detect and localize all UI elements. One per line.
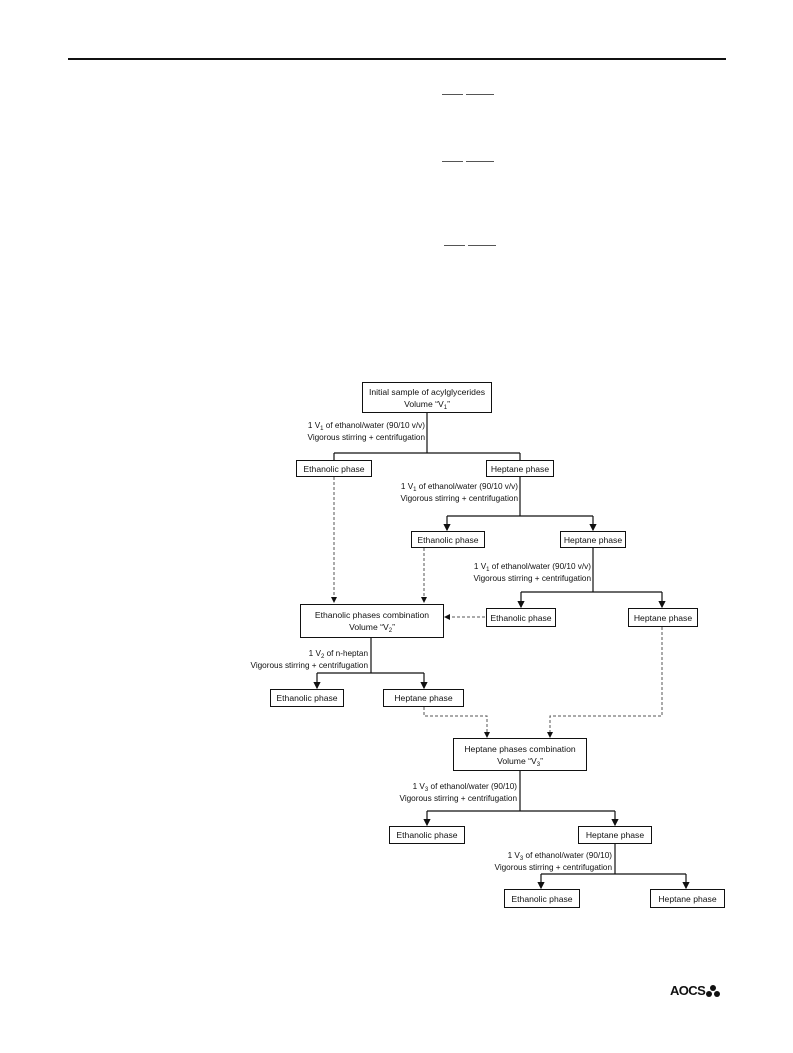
step-annotation: 1 V3 of ethanol/water (90/10) Vigorous s… — [494, 851, 613, 872]
fraction-bar — [442, 161, 463, 162]
heptane-phase-box: Heptane phase — [560, 531, 626, 548]
initial-sample-box: Initial sample of acylglycerides Volume … — [362, 382, 492, 413]
fraction-bar — [444, 245, 465, 246]
aocs-logo: AOCS — [670, 983, 721, 998]
ethanolic-phase-box: Ethanolic phase — [270, 689, 344, 707]
step-annotation: 1 V3 of ethanol/water (90/10) Vigorous s… — [399, 782, 518, 803]
droplets-icon — [706, 984, 721, 997]
ethanolic-phase-box: Ethanolic phase — [296, 460, 372, 477]
ethanolic-phases-combination-box: Ethanolic phases combination Volume “V2” — [300, 604, 444, 638]
ethanolic-phase-box: Ethanolic phase — [411, 531, 485, 548]
step-annotation: 1 V2 of n-heptan Vigorous stirring + cen… — [250, 649, 369, 670]
step-annotation: 1 V1 of ethanol/water (90/10 v/v) Vigoro… — [307, 421, 426, 442]
fraction-bar — [466, 94, 494, 95]
ethanolic-phase-box: Ethanolic phase — [504, 889, 580, 908]
step-annotation: 1 V1 of ethanol/water (90/10 v/v) Vigoro… — [473, 562, 592, 583]
heptane-phase-box: Heptane phase — [486, 460, 554, 477]
aocs-logo-text: AOCS — [670, 983, 706, 998]
initial-sample-title: Initial sample of acylglycerides — [368, 386, 486, 397]
fraction-bar — [468, 245, 496, 246]
fraction-bar — [466, 161, 494, 162]
header-rule — [68, 58, 726, 60]
ethanolic-phase-box: Ethanolic phase — [389, 826, 465, 844]
step-annotation: 1 V1 of ethanol/water (90/10 v/v) Vigoro… — [400, 482, 519, 503]
ethanolic-phase-box: Ethanolic phase — [486, 608, 556, 627]
heptane-phase-box: Heptane phase — [628, 608, 698, 627]
heptane-phase-box: Heptane phase — [383, 689, 464, 707]
heptane-phase-box: Heptane phase — [650, 889, 725, 908]
initial-sample-volume: Volume “V1” — [404, 398, 450, 411]
heptane-phase-box: Heptane phase — [578, 826, 652, 844]
fraction-bar — [442, 94, 463, 95]
heptane-phases-combination-box: Heptane phases combination Volume “V3” — [453, 738, 587, 771]
